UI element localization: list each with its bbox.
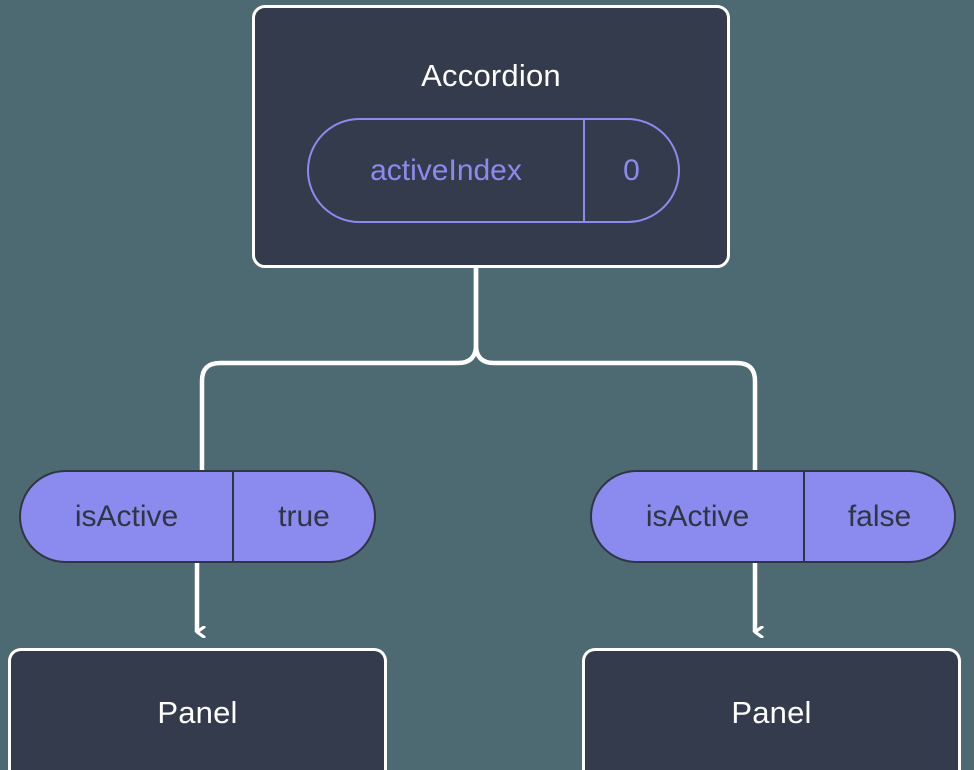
connector-root-to-left-prop: [199, 265, 479, 473]
node-panel-right[interactable]: Panel: [582, 648, 961, 770]
node-accordion-title: Accordion: [421, 58, 561, 93]
state-pill-active-index-value: 0: [623, 153, 640, 187]
node-panel-left[interactable]: Panel: [8, 648, 387, 770]
prop-pill-left-is-active[interactable]: isActive true: [19, 470, 376, 563]
node-panel-right-title: Panel: [731, 695, 812, 730]
prop-pill-left-is-active-value: true: [278, 499, 330, 533]
connector-root-to-right-prop: [473, 265, 758, 473]
prop-pill-right-is-active[interactable]: isActive false: [590, 470, 956, 563]
prop-pill-right-is-active-key: isActive: [592, 472, 805, 561]
state-pill-active-index[interactable]: activeIndex 0: [307, 118, 680, 223]
prop-pill-left-is-active-key: isActive: [21, 472, 234, 561]
state-pill-active-index-key: activeIndex: [309, 120, 585, 221]
node-panel-left-title: Panel: [157, 695, 238, 730]
prop-pill-right-is-active-value: false: [847, 499, 912, 533]
